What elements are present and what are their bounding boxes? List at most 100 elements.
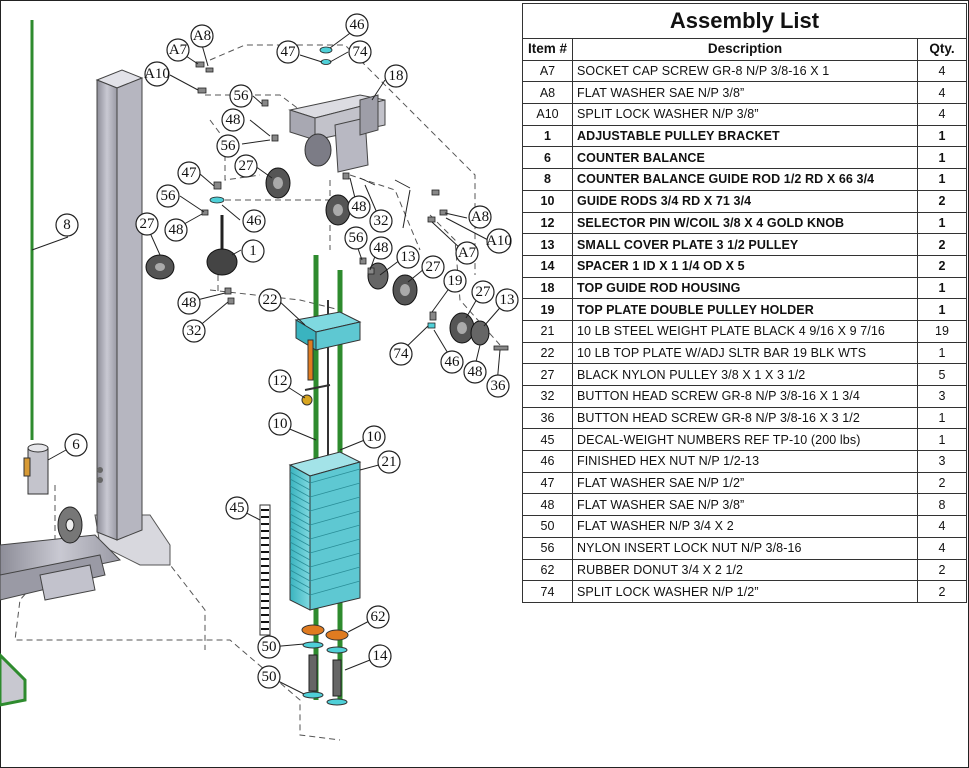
callout-8: 8 — [55, 213, 79, 237]
weight-stack — [288, 255, 362, 706]
pulley — [392, 274, 418, 306]
callout-46-b: 46 — [242, 209, 266, 233]
table-header-row: Item # Description Qty. — [522, 38, 968, 61]
callout-27-d: 27 — [471, 280, 495, 304]
callout-a7-right: A7 — [455, 241, 479, 265]
svg-text:48: 48 — [374, 240, 389, 256]
table-title: Assembly List — [521, 3, 968, 39]
callout-62: 62 — [366, 605, 390, 629]
svg-text:1: 1 — [249, 243, 257, 259]
cell-description: SPACER 1 ID X 1 1/4 OD X 5 — [572, 254, 918, 278]
svg-text:32: 32 — [187, 323, 202, 339]
callout-56-d: 56 — [344, 226, 368, 250]
cell-item: 47 — [522, 471, 573, 495]
pulley — [265, 167, 291, 199]
svg-text:A7: A7 — [169, 42, 188, 58]
callout-32-b: 32 — [369, 209, 393, 233]
cell-qty: 2 — [916, 189, 968, 213]
cell-description: BUTTON HEAD SCREW GR-8 N/P 3/8-16 X 1 3/… — [572, 385, 918, 408]
svg-text:8: 8 — [63, 217, 71, 233]
cell-item: 6 — [522, 146, 573, 170]
pulleys — [145, 167, 475, 344]
callout-a8-top: A8 — [190, 24, 214, 48]
callout-45: 45 — [225, 496, 249, 520]
callout-46: 46 — [345, 13, 369, 37]
cell-item: 13 — [522, 233, 573, 256]
cell-item: 18 — [522, 276, 573, 300]
cell-item: 45 — [522, 428, 573, 452]
cell-qty: 1 — [916, 211, 968, 235]
cell-qty: 3 — [916, 450, 968, 473]
callouts: 46 47 74 A8 A7 18 A10 56 48 56 27 47 56 … — [55, 13, 519, 689]
svg-text:27: 27 — [426, 259, 442, 275]
cell-qty: 8 — [916, 493, 968, 517]
cell-qty: 1 — [916, 428, 968, 452]
cell-description: NYLON INSERT LOCK NUT N/P 3/8-16 — [572, 536, 918, 560]
svg-text:48: 48 — [226, 112, 241, 128]
svg-text:19: 19 — [448, 273, 463, 289]
svg-text:27: 27 — [140, 216, 156, 232]
assembly-list-panel: Assembly List Item # Description Qty. A7… — [521, 3, 968, 603]
svg-text:47: 47 — [281, 44, 297, 60]
svg-text:48: 48 — [468, 364, 483, 380]
cell-description: TOP PLATE DOUBLE PULLEY HOLDER — [572, 298, 918, 321]
svg-text:48: 48 — [169, 222, 184, 238]
callout-48-c: 48 — [177, 291, 201, 315]
svg-text:27: 27 — [239, 158, 255, 174]
svg-text:A10: A10 — [486, 233, 512, 249]
callout-48-b: 48 — [164, 218, 188, 242]
cell-item: 74 — [522, 580, 573, 603]
cell-qty: 1 — [916, 406, 968, 430]
callout-18: 18 — [384, 64, 408, 88]
svg-text:50: 50 — [262, 639, 277, 655]
cell-qty: 4 — [916, 103, 968, 126]
svg-text:74: 74 — [394, 346, 410, 362]
cell-qty: 4 — [916, 81, 968, 105]
cell-item: 50 — [522, 515, 573, 538]
counter-balance — [23, 443, 49, 495]
cell-description: 10 LB TOP PLATE W/ADJ SLTR BAR 19 BLK WT… — [572, 341, 918, 365]
cell-description: FLAT WASHER N/P 3/4 X 2 — [572, 515, 918, 538]
svg-text:A8: A8 — [193, 28, 211, 44]
svg-text:47: 47 — [182, 165, 198, 181]
cell-qty: 4 — [916, 59, 968, 83]
cell-item: 22 — [522, 341, 573, 365]
callout-74: 74 — [348, 40, 372, 64]
assembly-list-table: Assembly List Item # Description Qty. A7… — [521, 3, 968, 603]
svg-text:46: 46 — [350, 17, 366, 33]
callout-32-a: 32 — [182, 319, 206, 343]
cell-qty: 1 — [916, 298, 968, 321]
pulley — [145, 254, 175, 280]
svg-text:21: 21 — [382, 454, 397, 470]
cell-description: BUTTON HEAD SCREW GR-8 N/P 3/8-16 X 3 1/… — [572, 406, 918, 430]
header-qty: Qty. — [916, 38, 968, 61]
svg-text:A8: A8 — [471, 209, 489, 225]
svg-text:10: 10 — [367, 429, 382, 445]
table-title-row: Assembly List — [521, 3, 968, 39]
cell-item: 48 — [522, 493, 573, 517]
pulley — [449, 312, 475, 344]
svg-text:18: 18 — [389, 68, 404, 84]
callout-a8-right: A8 — [468, 205, 492, 229]
cell-qty: 2 — [916, 233, 968, 256]
callout-27-a: 27 — [234, 154, 258, 178]
cell-description: COUNTER BALANCE GUIDE ROD 1/2 RD X 66 3/… — [572, 168, 918, 191]
svg-text:12: 12 — [273, 373, 288, 389]
